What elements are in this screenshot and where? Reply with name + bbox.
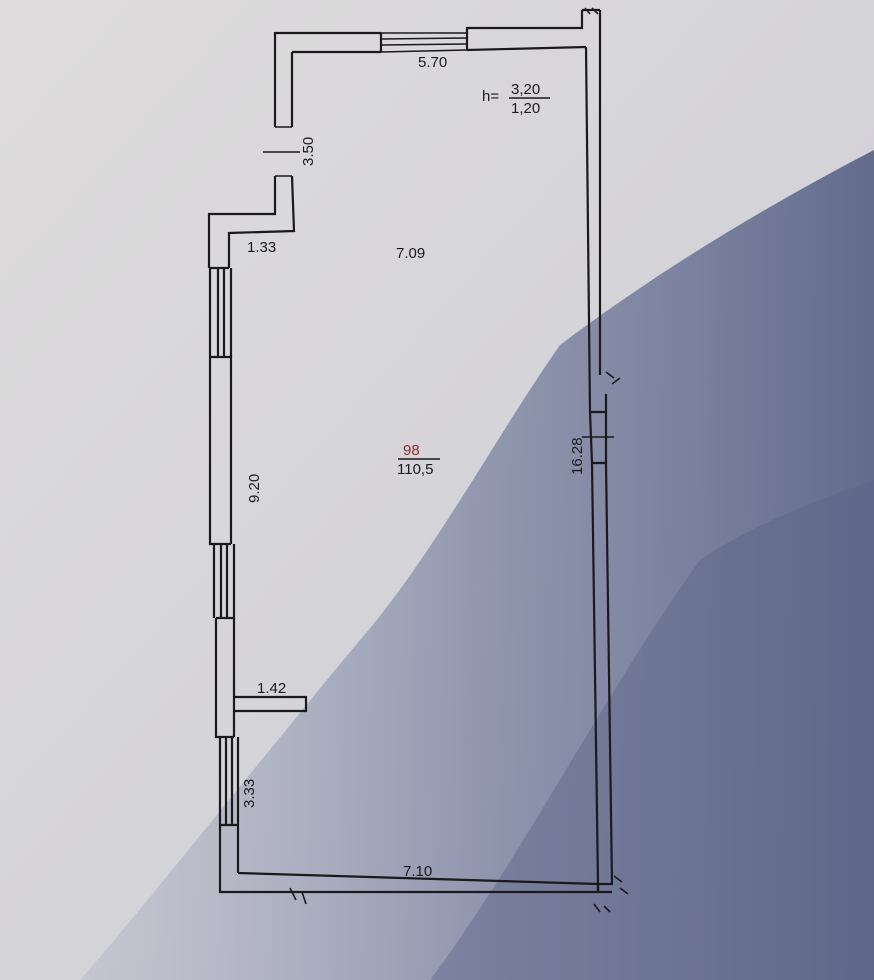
wall-left-middle	[208, 357, 231, 546]
room-area: 110,5	[397, 461, 433, 478]
dim-notch: 1.33	[247, 239, 276, 256]
wall-top	[292, 10, 587, 54]
dim-left-lower: 3.33	[241, 779, 258, 808]
dim-right-wall: 16.28	[569, 437, 586, 475]
paper-shadow	[80, 150, 874, 980]
dim-room-width: 7.09	[396, 245, 425, 262]
dim-top-wall: 5.70	[418, 54, 447, 71]
room-number: 98	[403, 442, 420, 459]
window-left-upper	[208, 268, 233, 357]
wall-right-lower	[590, 461, 614, 894]
dim-bottom-wall: 7.10	[403, 863, 432, 880]
dim-left-middle: 9.20	[246, 474, 263, 503]
height-top: 3,20	[511, 81, 540, 98]
height-label: h=	[482, 88, 499, 105]
walls	[207, 7, 629, 913]
height-bottom: 1,20	[511, 100, 540, 117]
dimension-ticks	[263, 126, 614, 438]
paper-shadow-dark	[430, 480, 874, 980]
dim-left-upper: 3.50	[300, 137, 317, 166]
wall-right-upper	[582, 8, 608, 414]
break-marks	[289, 7, 629, 913]
wall-left-lower	[214, 618, 308, 739]
dim-partition: 1.42	[257, 680, 286, 697]
window-top	[380, 32, 468, 53]
window-left-lower	[218, 737, 240, 873]
window-left-middle	[212, 544, 236, 618]
